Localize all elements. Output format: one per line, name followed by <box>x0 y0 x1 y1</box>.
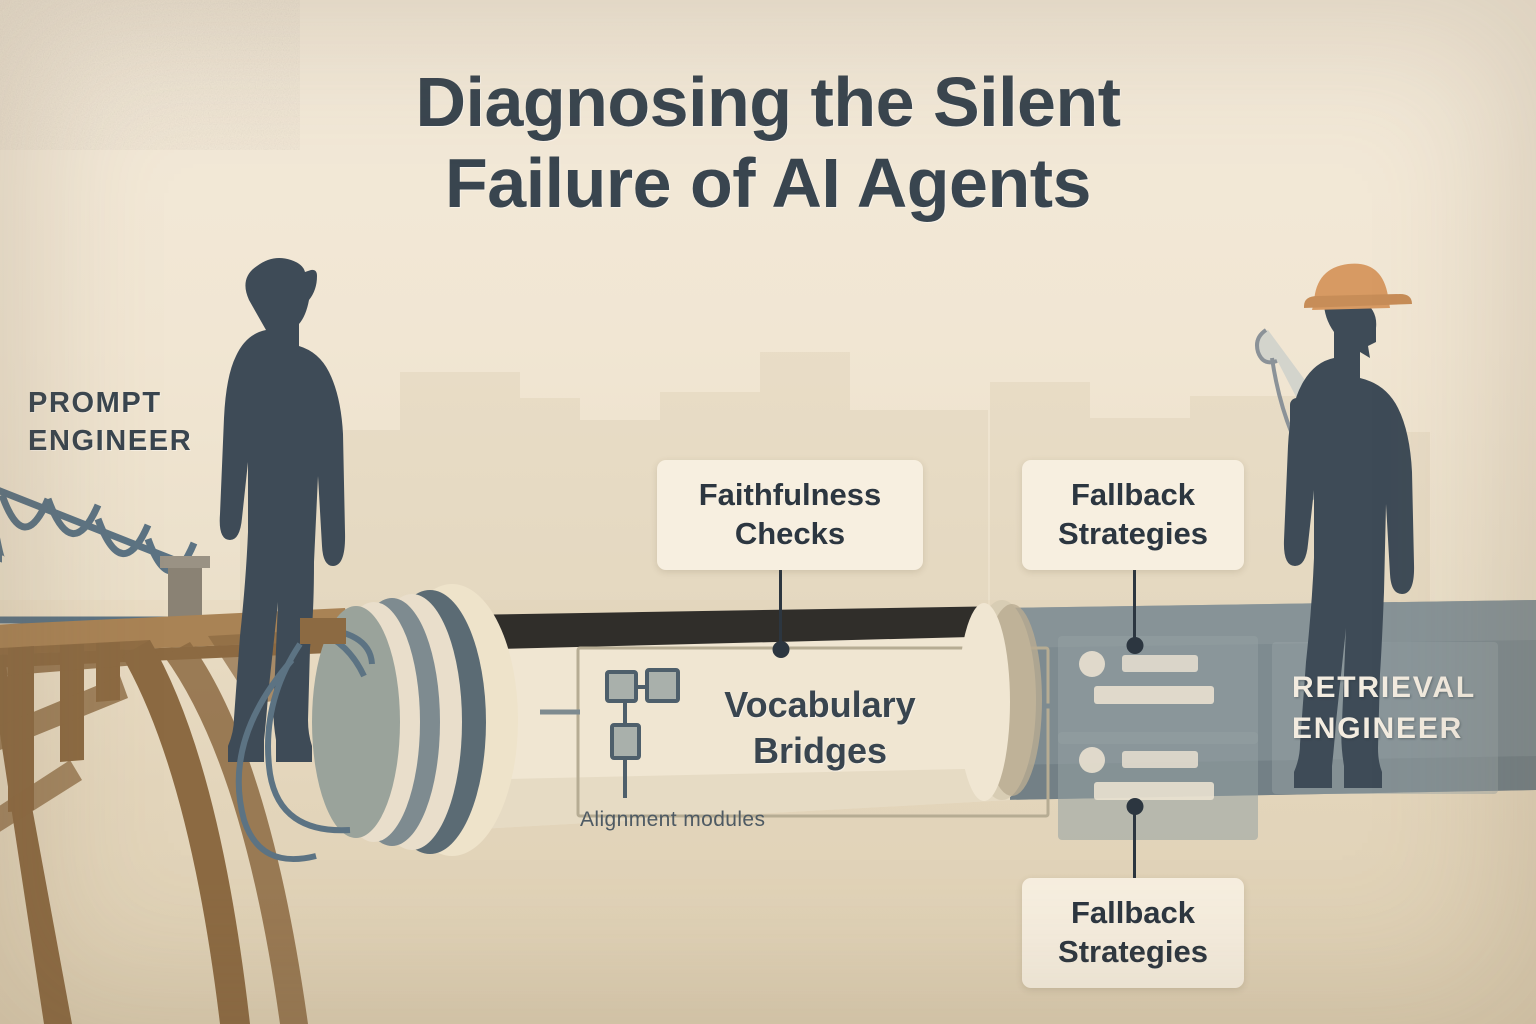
page-title-line2: Failure of AI Agents <box>445 144 1091 223</box>
pipe-heading-line1: Vocabulary <box>724 684 916 725</box>
pipe-card-bar-upper-1 <box>1122 655 1198 672</box>
role-label-prompt-engineer-line2: ENGINEER <box>28 425 193 458</box>
callout-fallback-strategies-bottom-line1: Fallback <box>1070 895 1196 930</box>
callout-fallback-strategies-bottom[interactable]: Fallback Strategies <box>1022 878 1244 988</box>
hard-hat-icon <box>1304 263 1412 310</box>
leader-line-fallback-bottom <box>1133 806 1136 886</box>
retrieval-engineer-silhouette <box>1283 270 1415 788</box>
role-label-retrieval-engineer-line2: ENGINEER <box>1292 711 1464 745</box>
pipe-subcaption: Alignment modules <box>580 808 766 831</box>
callout-faithfulness-checks-line2: Checks <box>734 515 846 551</box>
callout-faithfulness-checks[interactable]: Faithfulness Checks <box>657 460 923 570</box>
callout-faithfulness-checks-line1: Faithfulness <box>698 477 882 512</box>
railing-post-cap <box>160 556 210 568</box>
callout-fallback-strategies-bottom-line2: Strategies <box>1058 933 1208 969</box>
cable-clamp <box>300 618 346 644</box>
role-label-prompt-engineer-line1: PROMPT <box>28 387 162 419</box>
node-graph-icon <box>605 668 680 798</box>
callout-fallback-strategies-top-line1: Fallback <box>1070 477 1196 512</box>
pipe-ring-right-face <box>958 603 1010 801</box>
pipe-inner-frame <box>576 646 1050 818</box>
pipe-heading-line2: Bridges <box>752 730 888 772</box>
callout-fallback-strategies-top-line2: Strategies <box>1058 515 1208 551</box>
role-label-retrieval-engineer-line1: RETRIEVAL <box>1292 671 1476 704</box>
callout-fallback-strategies-top[interactable]: Fallback Strategies <box>1022 460 1244 570</box>
page-title-line1: Diagnosing the Silent <box>415 63 1121 141</box>
role-label-prompt-engineer: PROMPT ENGINEER <box>28 384 192 461</box>
leader-line-faithfulness <box>779 566 782 650</box>
pipe-mouth <box>312 606 400 838</box>
leader-line-fallback-top <box>1133 566 1136 646</box>
railing-post <box>168 561 202 623</box>
pipe-card-bar-upper-2 <box>1094 686 1214 704</box>
role-label-retrieval-engineer: RETRIEVAL ENGINEER <box>1292 668 1476 749</box>
pipe-card-bar-lower-2 <box>1094 782 1214 800</box>
prompt-engineer-silhouette <box>219 258 346 762</box>
pipe-card-dot-upper <box>1079 651 1105 677</box>
cable-bundle-icon <box>235 625 375 862</box>
page-title: Diagnosing the Silent Failure of AI Agen… <box>0 62 1536 224</box>
pipe-heading: Vocabulary Bridges <box>690 682 950 774</box>
pipe-card-dot-lower <box>1079 747 1105 773</box>
pipe-card-bar-lower-1 <box>1122 751 1198 768</box>
